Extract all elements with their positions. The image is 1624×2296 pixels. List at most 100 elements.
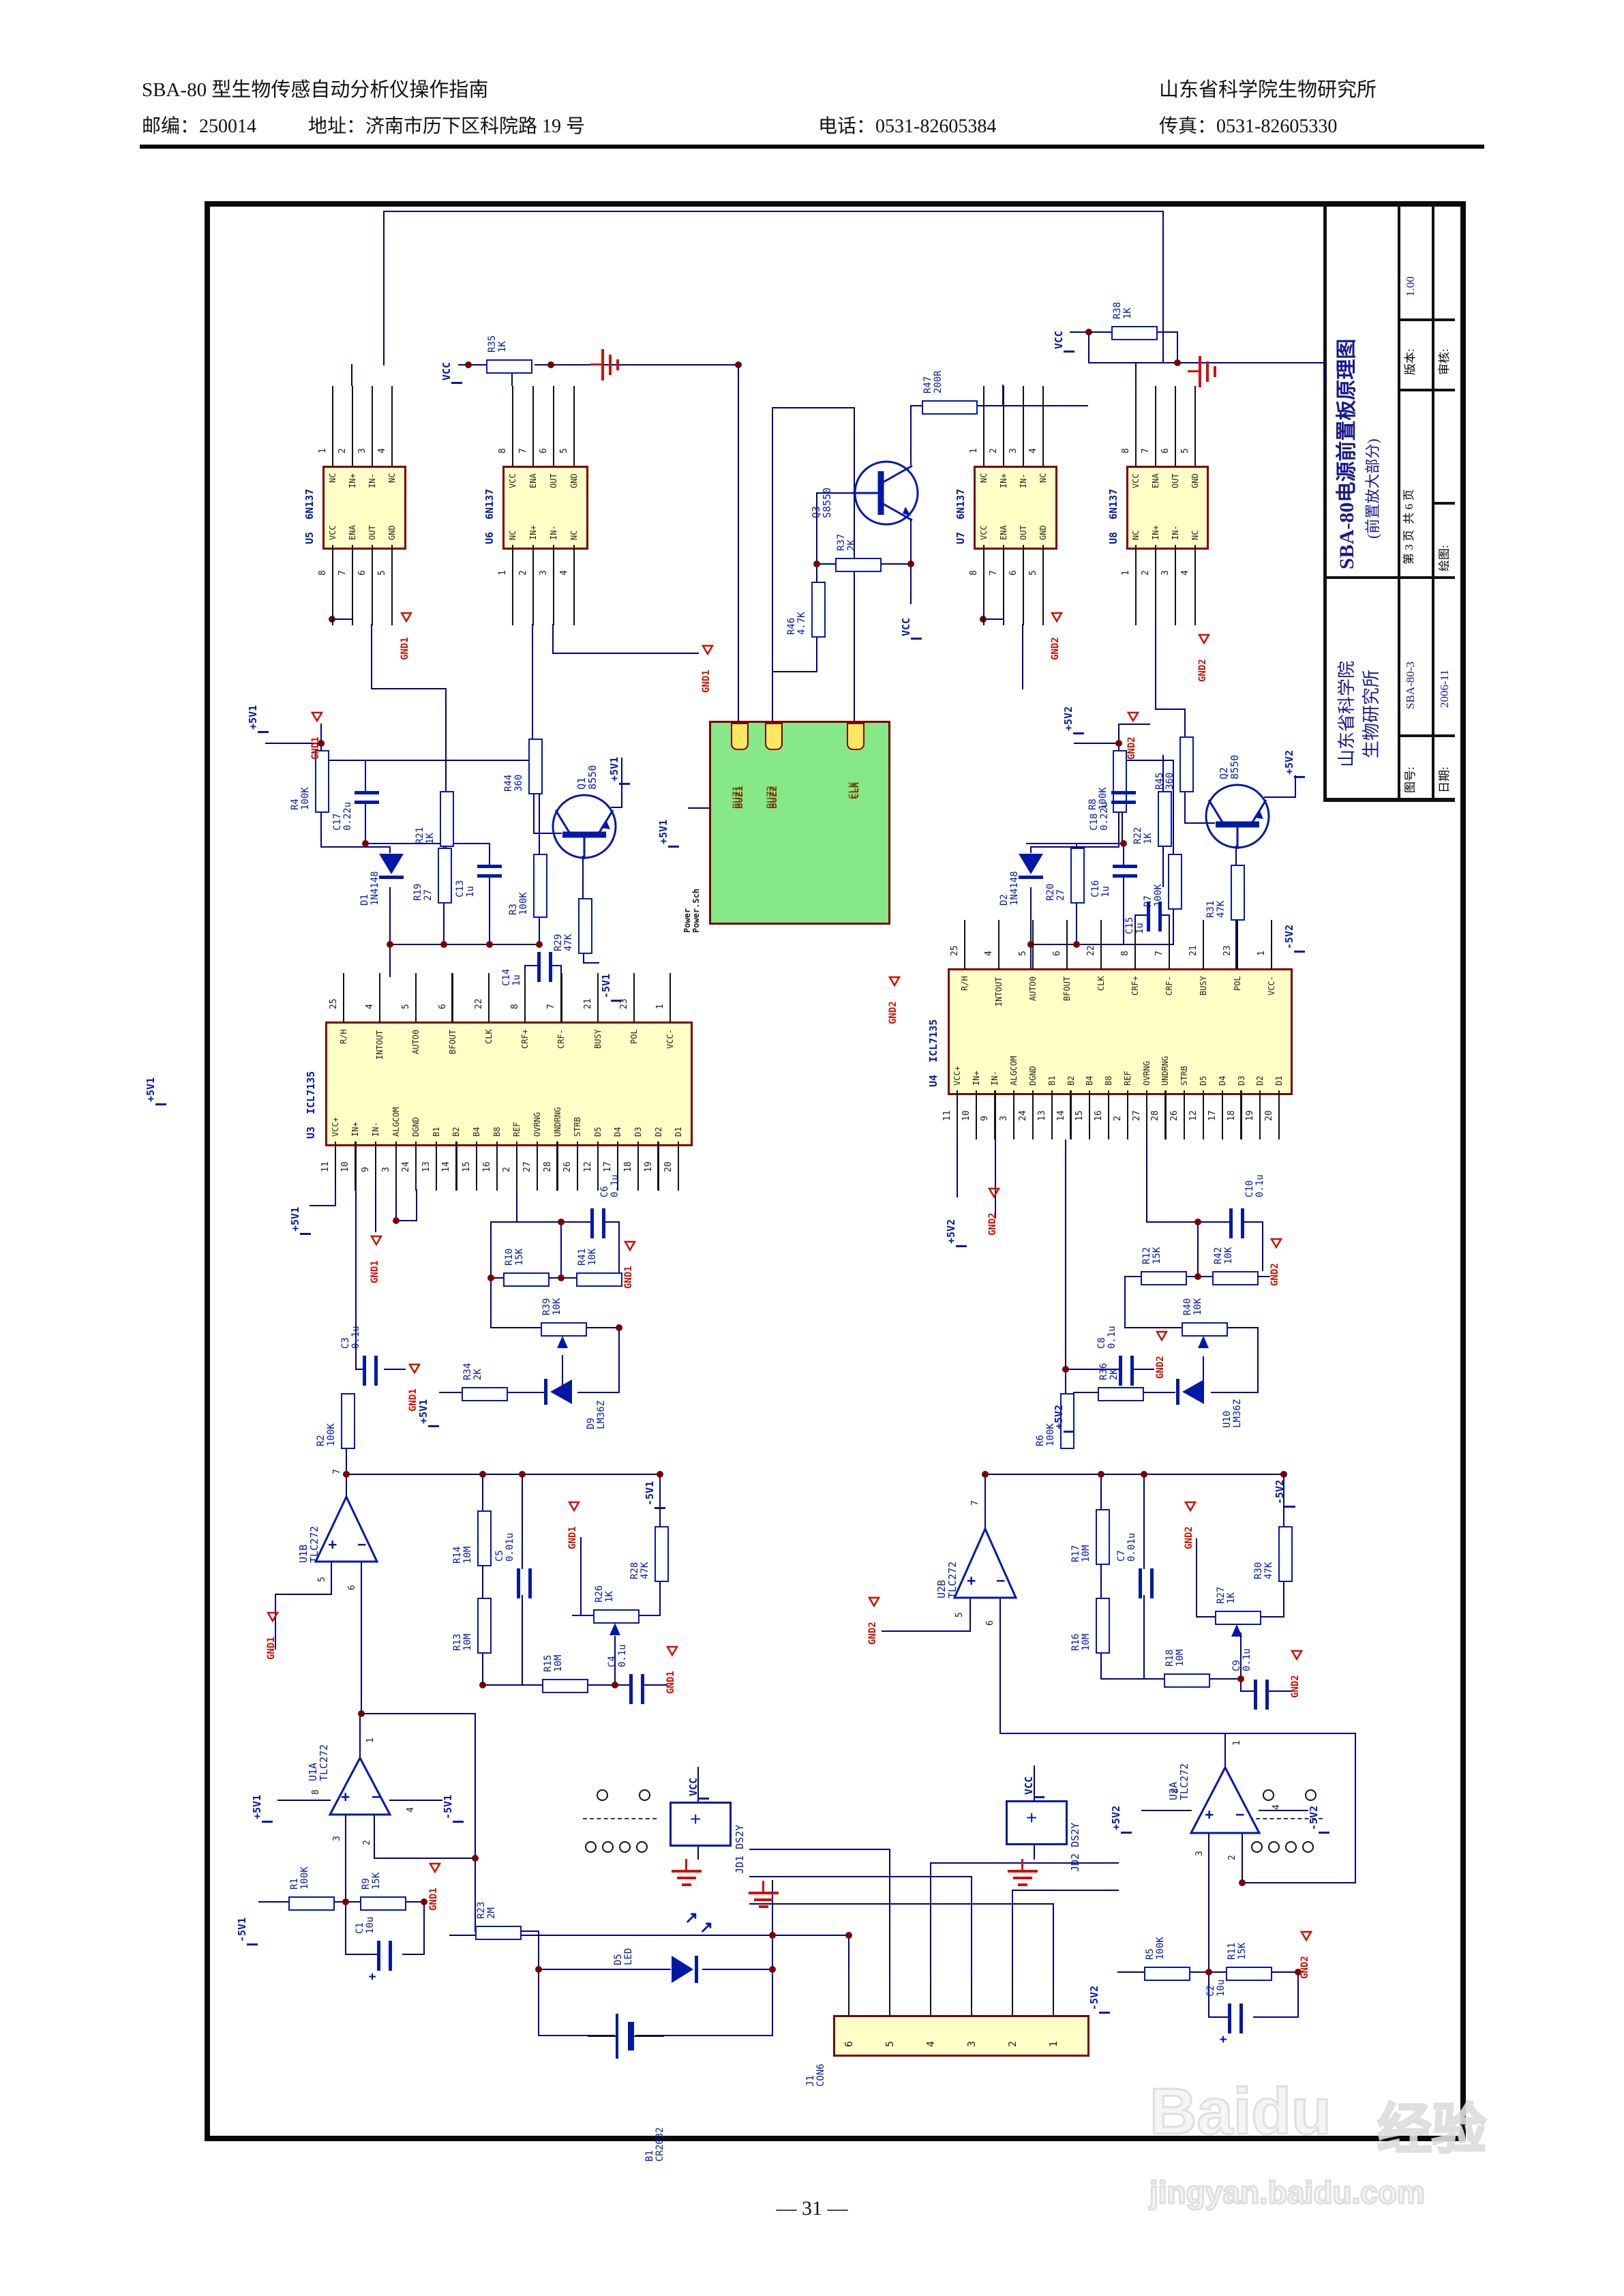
wire (771, 670, 818, 673)
pin-number: 1 (498, 570, 508, 576)
wire (309, 1204, 337, 1207)
pin-name: NC (387, 473, 397, 483)
power-flag-+5V2: +5V2 (1062, 706, 1074, 731)
wire (1100, 1561, 1102, 1599)
wire (1124, 1275, 1126, 1329)
earth-bar (1199, 356, 1201, 387)
wire (1239, 1632, 1242, 1680)
cap-plate-C10 (1229, 1208, 1233, 1238)
pin-stub (1174, 544, 1176, 626)
pin-name: CLK (1096, 976, 1106, 991)
power-flag-bar (258, 731, 269, 733)
pin-number: 21 (582, 998, 593, 1009)
pin-number: 4 (406, 1807, 416, 1813)
pin-name: VCC (1131, 473, 1141, 488)
transistor-Q1 (552, 794, 617, 859)
pin-stub (1108, 1090, 1110, 1140)
earth-bar (601, 349, 604, 381)
wire (320, 846, 391, 848)
wire (344, 1900, 347, 1956)
opamp-U2A (1189, 1765, 1261, 1834)
power-flag-+5V1: +5V1 (657, 819, 670, 844)
wire (771, 1879, 774, 1971)
pin-number: 3 (539, 570, 549, 576)
pin-name: B8 (1104, 1075, 1114, 1086)
wire (1100, 1678, 1165, 1680)
pin-number: 14 (1055, 1110, 1066, 1121)
battery-label: B1 CR2032 (644, 2127, 665, 2162)
doc-title-right: 山东省科学院生物研究所 (1159, 79, 1377, 101)
cap-plate-C5 (517, 1568, 520, 1598)
pin-name: OUT (367, 525, 378, 540)
resistor-R11 (1226, 1967, 1272, 1981)
junction-dot (1073, 941, 1080, 948)
wire (659, 1578, 661, 1617)
gnd-flag-GND1 (701, 644, 715, 656)
wire (1239, 1690, 1255, 1693)
wire (1154, 708, 1186, 711)
resistor-R21 (440, 791, 454, 847)
wire (1143, 1473, 1145, 1570)
wire (438, 1391, 463, 1394)
cap-plate-C13 (477, 874, 502, 878)
gnd-flag-label-GND2: GND2 (1290, 1675, 1301, 1698)
pin-number: 10 (961, 1110, 972, 1121)
cap-plate-C13 (477, 865, 502, 868)
wire (488, 842, 491, 866)
pin-name: D2 (653, 1127, 663, 1137)
pin-name: R/H (338, 1029, 348, 1044)
wire (1162, 843, 1164, 888)
cap-label-C14: C14 1u (501, 968, 522, 986)
wire (1029, 886, 1032, 946)
wire (561, 1354, 564, 1394)
junction-dot (393, 1217, 400, 1224)
wire (515, 1189, 518, 1223)
junction-dot (479, 1471, 486, 1478)
wire (1117, 723, 1151, 726)
wire (1075, 899, 1078, 946)
earth-bar (672, 1870, 702, 1873)
gnd-flag-GND1 (567, 1501, 581, 1512)
gnd-flag-label-GND1: GND1 (567, 1526, 578, 1549)
wire (815, 563, 837, 565)
wire (1195, 1615, 1216, 1618)
pin-stub (1236, 919, 1239, 970)
pin-name: STRB (573, 1117, 583, 1137)
net-label: BUZ2 (768, 786, 779, 809)
opamp-label-U2B: U2B TLC272 (935, 1561, 959, 1598)
relay-contact (639, 1789, 650, 1801)
pin-name: CRF- (556, 1029, 567, 1049)
wire (531, 623, 534, 740)
opamp-label-U1B: U1B TLC272 (297, 1525, 320, 1563)
resistor-R8 (1113, 750, 1127, 813)
resistor-label-R37: R37 2K (836, 533, 857, 551)
watermark-url: jingyan.baidu.com (1149, 2174, 1426, 2211)
pin-stub (1168, 919, 1171, 970)
junction-dot (1174, 359, 1181, 366)
cap-label-C1: C1 10u (355, 1916, 376, 1934)
wire (970, 1875, 973, 1980)
wire (474, 1712, 477, 1860)
wire (356, 1368, 364, 1371)
wire (1087, 331, 1090, 364)
pin-number: 8 (317, 570, 328, 576)
ic-U8 (1126, 466, 1209, 550)
pin-stub (573, 385, 575, 467)
wire (277, 1799, 331, 1802)
wire (1052, 1903, 1055, 1980)
wire (1235, 916, 1237, 970)
resistor-R28 (655, 1526, 669, 1582)
relay-coil-JD1 (670, 1802, 732, 1847)
junction-dot (421, 1898, 427, 1905)
resistor-R18 (1164, 1673, 1210, 1688)
gnd-flag-label-GND1: GND1 (370, 1260, 380, 1283)
cap-plate-C7 (1139, 1568, 1142, 1598)
pin-stub (597, 972, 599, 1023)
wire (771, 1934, 850, 1937)
wire (1239, 1678, 1242, 1693)
wire (1258, 1615, 1285, 1618)
page-number: — 31 — (776, 2197, 848, 2220)
pin-number: 15 (1074, 1110, 1085, 1121)
wire (395, 1219, 418, 1222)
wire (481, 1562, 484, 1599)
